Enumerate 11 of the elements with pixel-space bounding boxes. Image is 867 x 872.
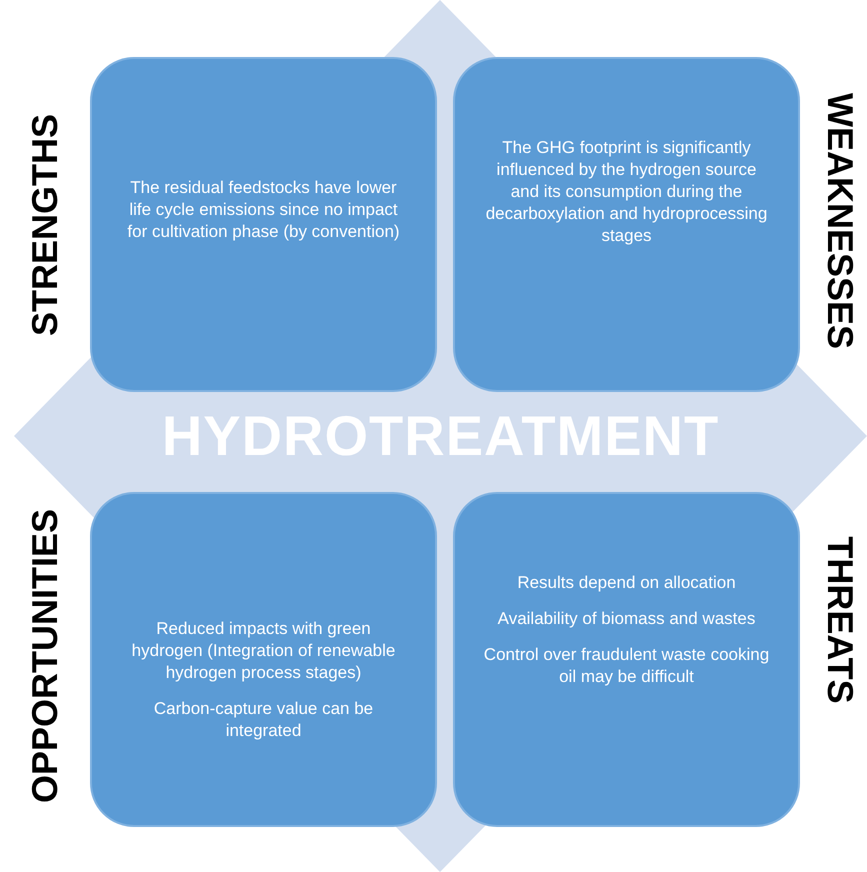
quadrant-heading: OPPORTUNITIES <box>23 507 66 805</box>
card-text: Control over fraudulent waste cooking oil may be difficult <box>482 644 770 688</box>
quadrant-heading: STRENGTHS <box>23 112 66 338</box>
card-text: The GHG footprint is significantly influenced by the hydrogen source and its consumption during the decarboxylation and hydroprocessing stages <box>484 137 768 247</box>
card-text: Carbon-capture value can be integrated <box>152 698 374 742</box>
quadrant-heading: THREATS <box>819 534 862 706</box>
quadrant-heading: WEAKNESSES <box>819 91 862 351</box>
card-text: Reduced impacts with green hydrogen (Integration of renewable hydrogen process stages) <box>130 618 396 684</box>
card-text: Results depend on allocation <box>517 572 736 594</box>
card-text: Availability of biomass and wastes <box>498 608 756 630</box>
card-text: The residual feedstocks have lower life cycle emissions since no impact for cultivation phase (by convention) <box>126 177 401 243</box>
